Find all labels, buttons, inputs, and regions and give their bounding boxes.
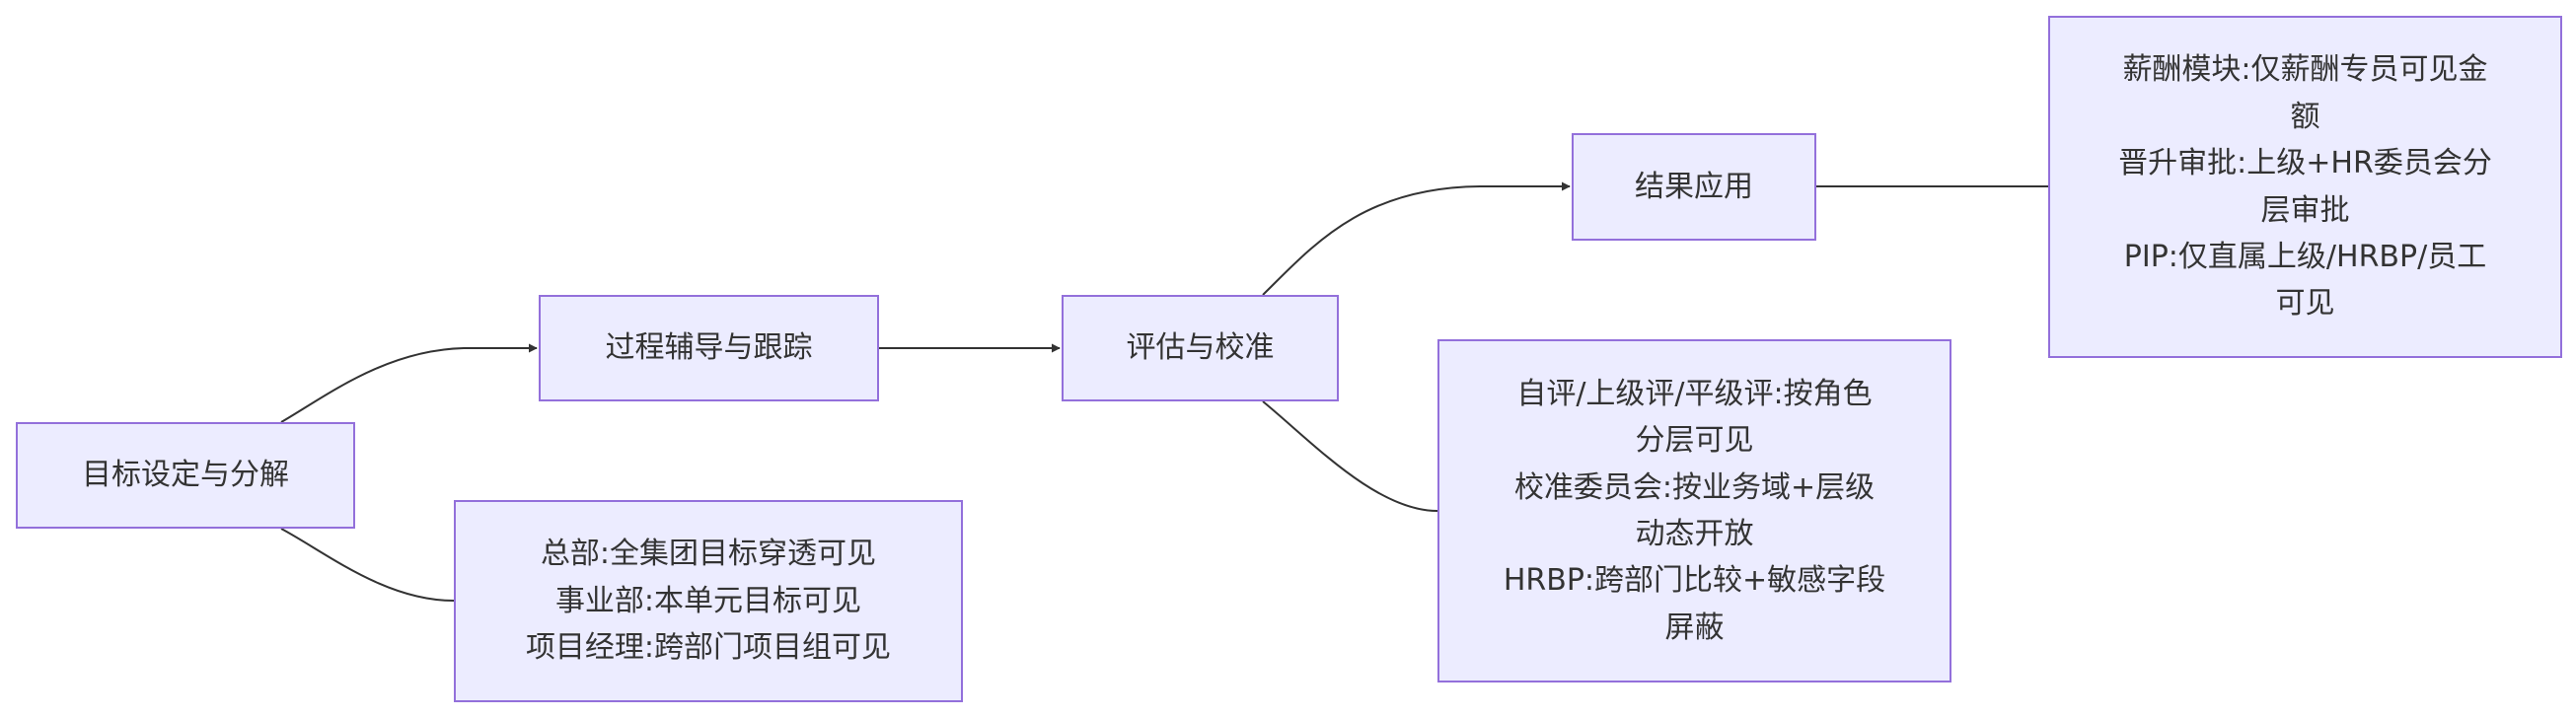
edge-goal-setting-to-process [280, 343, 538, 423]
edge-evaluation-to-result [1262, 181, 1571, 296]
node-process-coaching: 过程辅导与跟踪 [539, 295, 879, 401]
node-evaluation-calibration-label: 评估与校准 [1126, 330, 1275, 365]
note-line: 额 [2290, 99, 2320, 134]
note-line: 薪酬模块:仅薪酬专员可见金 [2122, 52, 2488, 88]
note-line: 动态开放 [1635, 517, 1754, 551]
node-result-application: 结果应用 [1572, 133, 1816, 241]
note-line: 层审批 [2260, 192, 2350, 228]
node-result-visibility-note: 薪酬模块:仅薪酬专员可见金 额 晋升审批:上级+HR委员会分 层审批 PIP:仅… [2048, 16, 2562, 358]
note-line: PIP:仅直属上级/HRBP/员工 [2123, 239, 2487, 274]
note-line: 晋升审批:上级+HR委员会分 [2118, 146, 2492, 181]
note-line: 校准委员会:按业务域+层级 [1513, 469, 1876, 505]
edge-goal-setting-to-goal-note [280, 528, 455, 602]
note-line: 项目经理:跨部门项目组可见 [525, 630, 892, 666]
note-line: 总部:全集团目标穿透可见 [540, 537, 877, 572]
node-evaluation-calibration: 评估与校准 [1062, 295, 1339, 401]
node-result-application-label: 结果应用 [1635, 169, 1753, 204]
note-line: HRBP:跨部门比较+敏感字段 [1503, 563, 1886, 599]
node-goal-visibility-note: 总部:全集团目标穿透可见 事业部:本单元目标可见 项目经理:跨部门项目组可见 [454, 500, 963, 702]
node-evaluation-visibility-note: 自评/上级评/平级评:按角色 分层可见 校准委员会:按业务域+层级 动态开放 H… [1437, 339, 1951, 682]
note-line: 自评/上级评/平级评:按角色 [1516, 376, 1873, 411]
note-line: 可见 [2275, 286, 2335, 322]
node-goal-setting-label: 目标设定与分解 [82, 458, 289, 492]
note-line: 屏蔽 [1664, 610, 1725, 645]
node-process-coaching-label: 过程辅导与跟踪 [605, 330, 813, 365]
note-line: 分层可见 [1635, 423, 1754, 459]
note-line: 事业部:本单元目标可见 [554, 583, 862, 618]
node-goal-setting: 目标设定与分解 [16, 422, 355, 529]
edge-evaluation-to-eval-note [1262, 400, 1438, 512]
